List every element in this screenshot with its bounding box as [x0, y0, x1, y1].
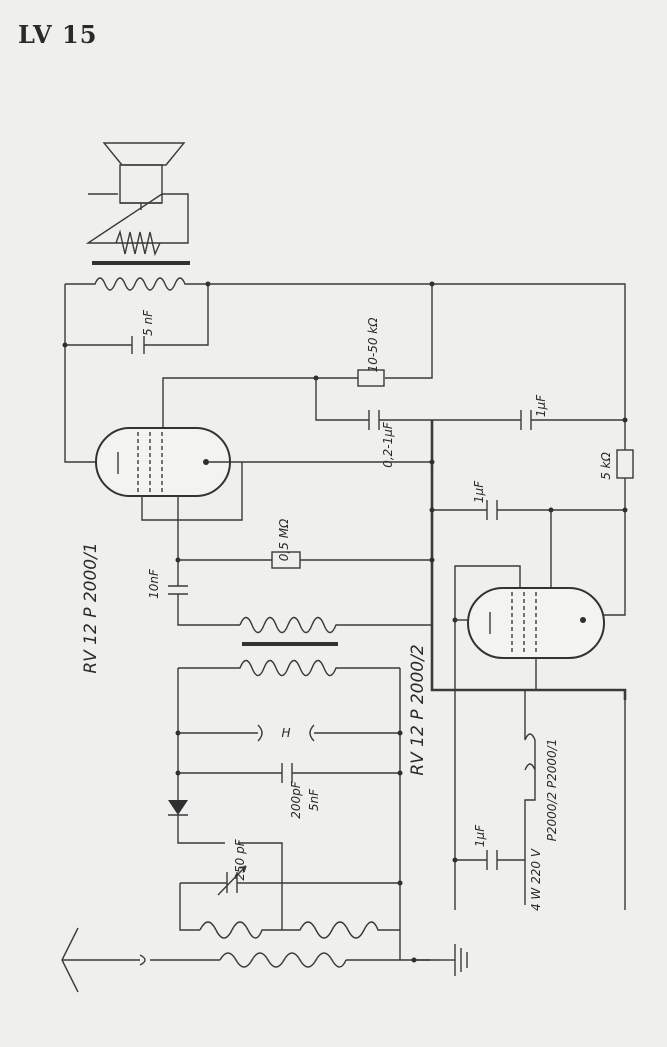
label-tube-1: RV 12 P 2000/1 — [81, 542, 101, 673]
label-supply: 4 W 220 V — [529, 848, 543, 911]
loudspeaker — [85, 142, 189, 257]
label-r-10-50k: 10-50 kΩ — [366, 317, 380, 373]
label-c-5nf-b: 5nF — [307, 788, 321, 811]
label-heater: H — [281, 726, 290, 740]
tube-1 — [95, 427, 231, 497]
label-c-1uf-psu: 1µF — [473, 824, 487, 847]
label-c-200pf: 200pF — [289, 780, 303, 819]
label-c-250pf: 250 pF — [233, 838, 247, 880]
antenna-symbol — [61, 927, 140, 993]
antenna-coil — [199, 921, 400, 968]
tube-2 — [467, 587, 605, 659]
interstage-transformer — [178, 616, 432, 677]
resistor-5k — [616, 449, 634, 479]
label-r-05m: 0,5 MΩ — [277, 518, 291, 561]
ground-symbol — [440, 944, 468, 976]
label-c-5nf: 5 nF — [141, 309, 155, 336]
output-transformer — [62, 261, 211, 463]
label-c-1uf-mid: 1µF — [472, 480, 486, 503]
label-c-02-1uf: 0,2-1µF — [381, 421, 395, 468]
label-heater-filaments: P2000/2 P2000/1 — [545, 739, 559, 842]
label-c-10nf: 10nF — [147, 568, 161, 599]
label-r-5k: 5 kΩ — [599, 451, 613, 479]
label-c-1uf-top: 1µF — [534, 394, 548, 417]
diagram-title: LV 15 — [18, 20, 98, 49]
label-tube-2: RV 12 P 2000/2 — [408, 644, 428, 775]
detector-diode — [168, 800, 188, 816]
resistor-05m — [271, 551, 301, 569]
